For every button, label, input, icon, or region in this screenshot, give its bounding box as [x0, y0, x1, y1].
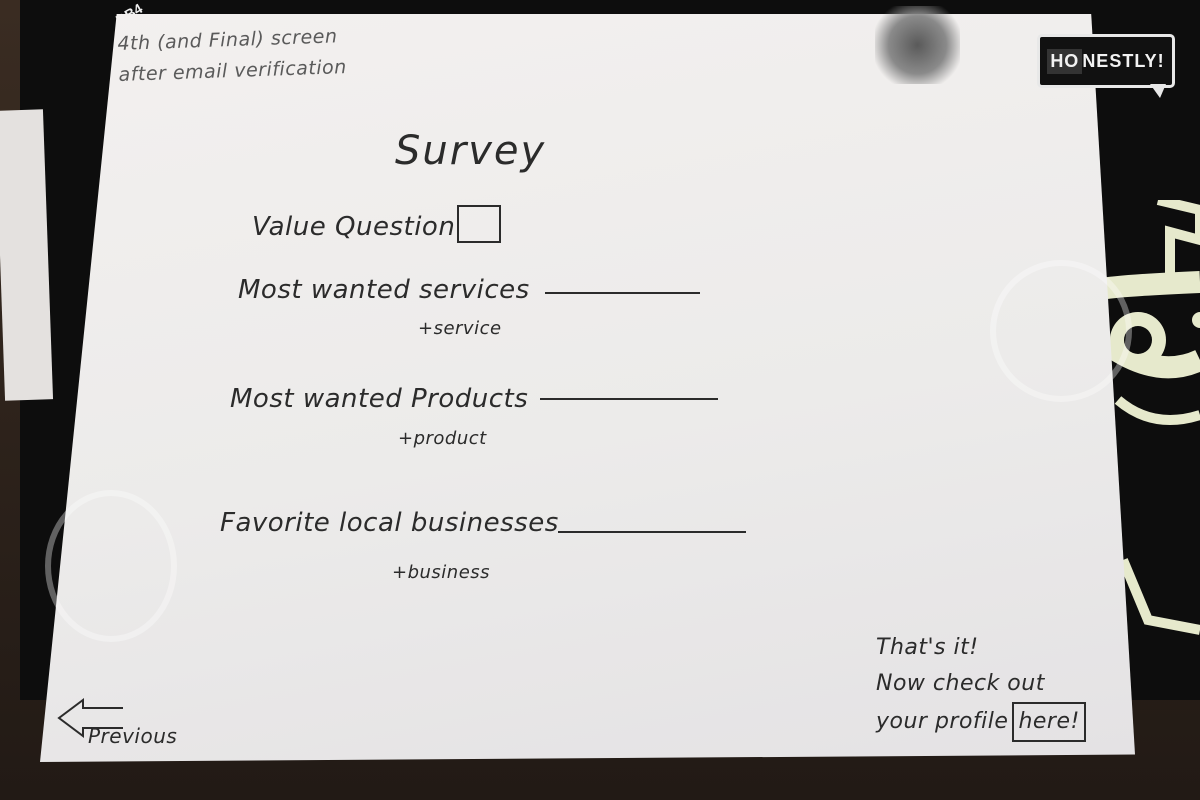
- services-input[interactable]: [545, 292, 700, 294]
- add-product-link[interactable]: +product: [398, 428, 487, 449]
- profile-here-button[interactable]: here!: [1012, 702, 1086, 742]
- brand-lead: HO: [1047, 48, 1083, 74]
- closing-line3: your profile: [876, 709, 1009, 734]
- previous-link[interactable]: Previous: [88, 724, 178, 748]
- closing-line2: Now check out: [876, 671, 1045, 696]
- ghost-mascot-icon: [990, 260, 1132, 402]
- add-business-link[interactable]: +business: [392, 562, 491, 583]
- closing-line1: That's it!: [876, 635, 979, 660]
- value-question-label: Value Question: [252, 212, 456, 242]
- page-title: Survey: [395, 128, 547, 174]
- erased-smudge: [875, 6, 960, 84]
- add-service-link[interactable]: +service: [418, 318, 502, 339]
- services-label: Most wanted services: [238, 275, 530, 305]
- products-input[interactable]: [540, 398, 718, 400]
- ghost-mascot-icon: [45, 490, 177, 642]
- sticker-tail: [1150, 84, 1166, 98]
- products-label: Most wanted Products: [230, 384, 529, 414]
- sketch-paper: [40, 14, 1135, 762]
- brand-rest: NESTLY!: [1082, 50, 1165, 71]
- value-question-checkbox[interactable]: [457, 205, 501, 243]
- back-arrow-icon[interactable]: [55, 698, 125, 743]
- screen-note: 4th (and Final) screen after email verif…: [117, 21, 347, 91]
- businesses-label: Favorite local businesses: [220, 508, 559, 538]
- honestly-sticker: HO NESTLY!: [1037, 34, 1175, 88]
- businesses-input[interactable]: [558, 531, 746, 533]
